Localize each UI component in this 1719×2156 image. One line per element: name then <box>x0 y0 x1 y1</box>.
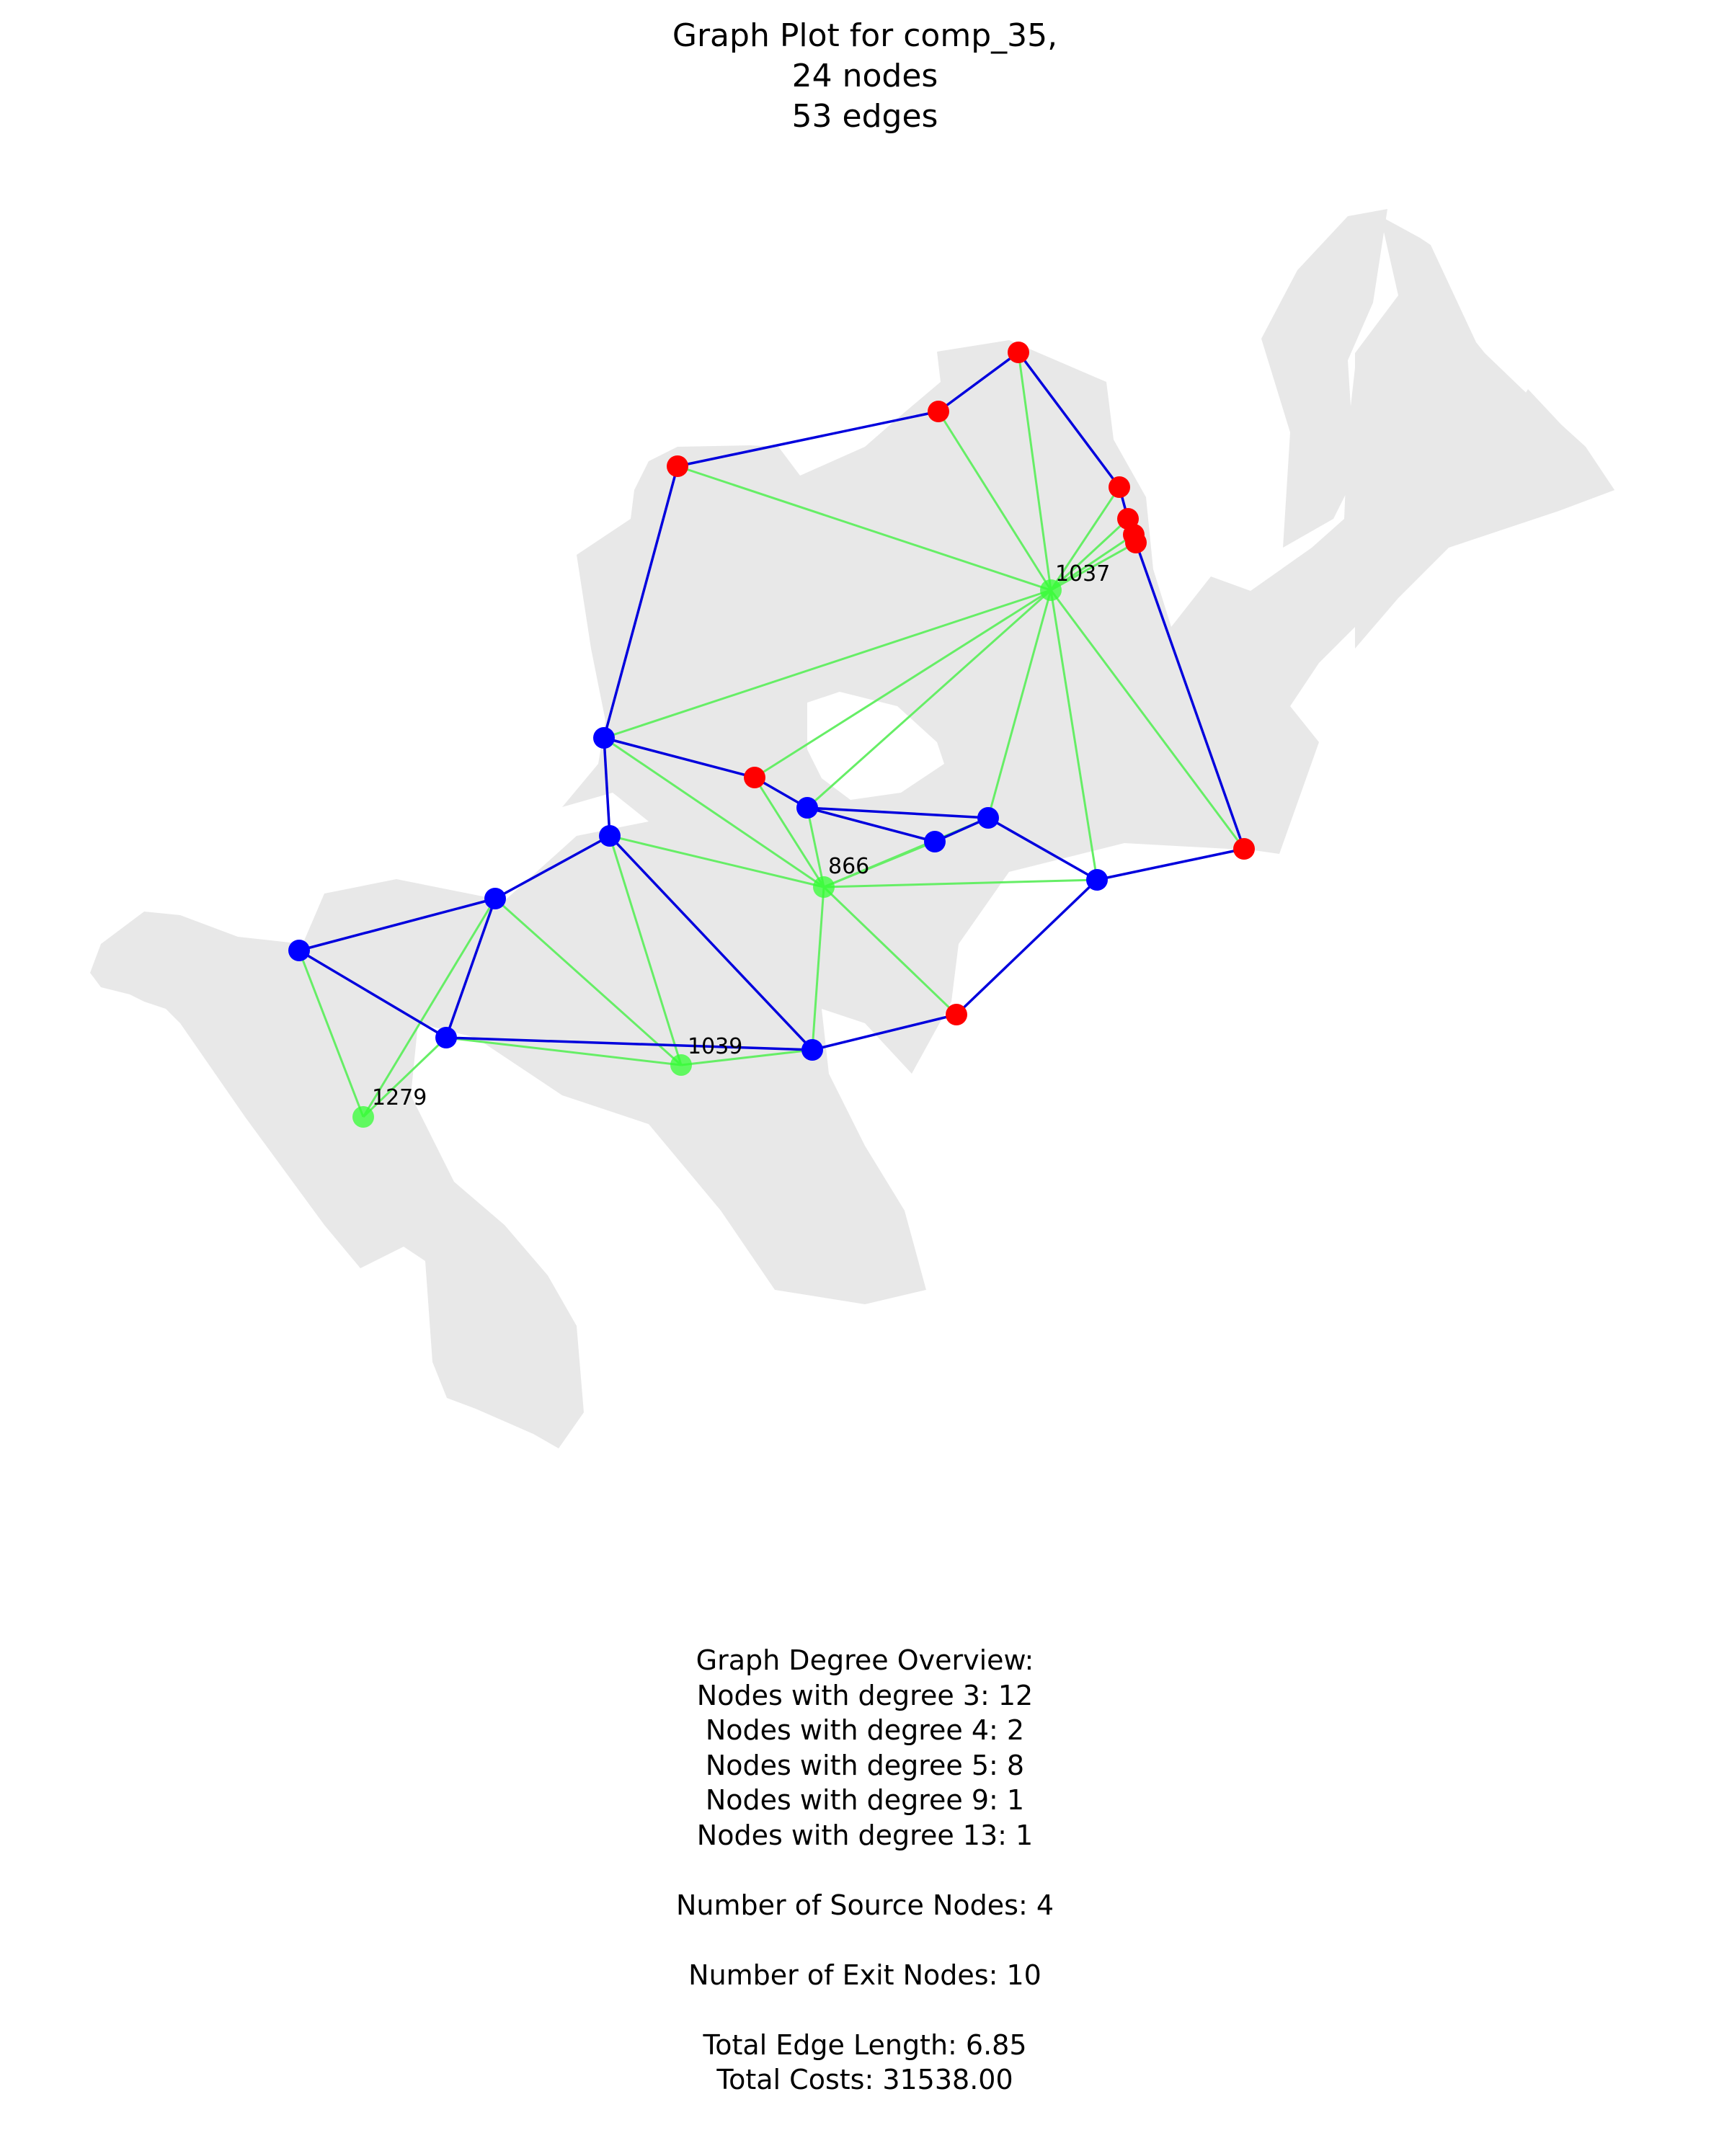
pipe-edge <box>812 1013 957 1051</box>
pipe-edge <box>677 410 939 468</box>
pipe-edge <box>955 878 1098 1016</box>
pipe-edge <box>603 737 611 837</box>
node-label-1037: 1037 <box>1055 561 1110 587</box>
source-node <box>744 767 765 788</box>
source-node <box>1008 342 1029 363</box>
link-edge <box>807 589 1052 809</box>
title-line-1: Graph Plot for comp_35, <box>672 17 1058 54</box>
link-edge <box>680 1048 813 1066</box>
exit-node <box>1040 579 1062 601</box>
link-edge <box>1050 541 1137 592</box>
link-edge <box>609 834 825 888</box>
pipe-edge <box>608 834 814 1051</box>
source-node <box>928 401 949 422</box>
link-edge <box>937 411 1052 591</box>
junction-node <box>796 797 818 819</box>
junction-node <box>288 940 310 961</box>
degree-overview: Graph Degree Overview: Nodes with degree… <box>0 1643 1719 2098</box>
link-edge <box>603 736 825 888</box>
map-background <box>90 209 1614 1448</box>
stats-spacer-3 <box>0 1992 1719 2028</box>
junction-node <box>435 1027 457 1048</box>
node-label-866: 866 <box>828 854 869 879</box>
link-edge <box>806 807 825 888</box>
link-edge <box>362 1036 448 1118</box>
link-edge <box>608 835 683 1066</box>
junction-node <box>801 1039 823 1061</box>
link-edge <box>1049 517 1129 592</box>
nodes <box>288 342 1255 1128</box>
pipe-edge <box>445 898 497 1038</box>
junction-node <box>599 825 621 847</box>
stats-spacer-2 <box>0 1923 1719 1958</box>
graph-plot: 1037 866 1039 1279 <box>90 209 1614 1448</box>
pipe-edge <box>298 949 447 1039</box>
link-edge <box>1050 533 1134 592</box>
pipe-edge <box>494 834 610 900</box>
junction-node <box>977 807 999 829</box>
link-edge <box>754 589 1052 779</box>
source-node <box>946 1004 967 1025</box>
pipe-edge <box>603 466 679 739</box>
chart-title: Graph Plot for comp_35, 24 nodes 53 edge… <box>0 16 1719 137</box>
stats-heading: Graph Degree Overview: <box>696 1644 1034 1676</box>
exit-node <box>670 1054 692 1076</box>
link-edge <box>445 1036 682 1066</box>
stats-degree-3: Nodes with degree 3: 12 <box>696 1679 1034 1711</box>
source-node <box>1233 838 1255 860</box>
link-edge <box>362 898 497 1118</box>
land-main <box>90 216 1614 1448</box>
node-labels: 1037 866 1039 1279 <box>372 561 1110 1110</box>
stats-total-length: Total Edge Length: 6.85 <box>703 2028 1027 2061</box>
link-edge <box>753 777 825 888</box>
edges <box>298 351 1245 1118</box>
source-node <box>1125 532 1147 553</box>
link-edge <box>811 886 825 1051</box>
junction-node <box>484 888 506 909</box>
link-edge <box>298 950 365 1118</box>
link-edge <box>494 897 683 1066</box>
stats-exit-count: Number of Exit Nodes: 10 <box>688 1959 1041 1991</box>
pipe-edge <box>1096 847 1245 881</box>
pipe-edge <box>807 806 989 819</box>
link-edge <box>822 886 958 1016</box>
junction-node <box>593 727 615 749</box>
stats-total-costs: Total Costs: 31538.00 <box>716 2064 1013 2095</box>
stats-degree-4: Nodes with degree 4: 2 <box>705 1714 1025 1746</box>
pipe-edge <box>445 1036 813 1051</box>
node-label-1279: 1279 <box>372 1085 427 1110</box>
link-edge <box>987 589 1052 819</box>
pipe-edge <box>603 736 755 779</box>
link-edge <box>1049 486 1121 591</box>
exit-node <box>352 1106 374 1128</box>
land-ne-peninsula <box>1261 209 1387 548</box>
land-e-arm <box>1355 389 1614 649</box>
pipe-edge <box>807 806 936 843</box>
stats-spacer-1 <box>0 1853 1719 1888</box>
link-edge <box>1017 352 1052 591</box>
pipe-edge <box>937 351 1020 413</box>
pipe-edge <box>1017 351 1121 489</box>
pipe-edge <box>1134 542 1245 850</box>
link-edge <box>1049 589 1245 850</box>
exit-node <box>813 876 835 898</box>
pipe-edge <box>987 816 1098 881</box>
title-line-2: 24 nodes <box>791 58 938 94</box>
node-label-1039: 1039 <box>688 1034 742 1059</box>
pipe-edge <box>298 897 496 952</box>
junction-node <box>1086 869 1108 891</box>
link-edge <box>677 465 1052 592</box>
stats-degree-13: Nodes with degree 13: 1 <box>696 1819 1034 1851</box>
link-edge <box>823 878 1098 888</box>
stats-source-count: Number of Source Nodes: 4 <box>675 1889 1054 1921</box>
title-line-3: 53 edges <box>791 98 938 135</box>
stats-degree-5: Nodes with degree 5: 8 <box>705 1749 1025 1781</box>
junction-node <box>924 831 946 852</box>
link-edge <box>603 589 1052 739</box>
link-edge <box>1049 589 1098 881</box>
stats-degree-9: Nodes with degree 9: 1 <box>705 1784 1025 1816</box>
source-node <box>667 455 688 477</box>
source-node <box>1109 476 1130 498</box>
